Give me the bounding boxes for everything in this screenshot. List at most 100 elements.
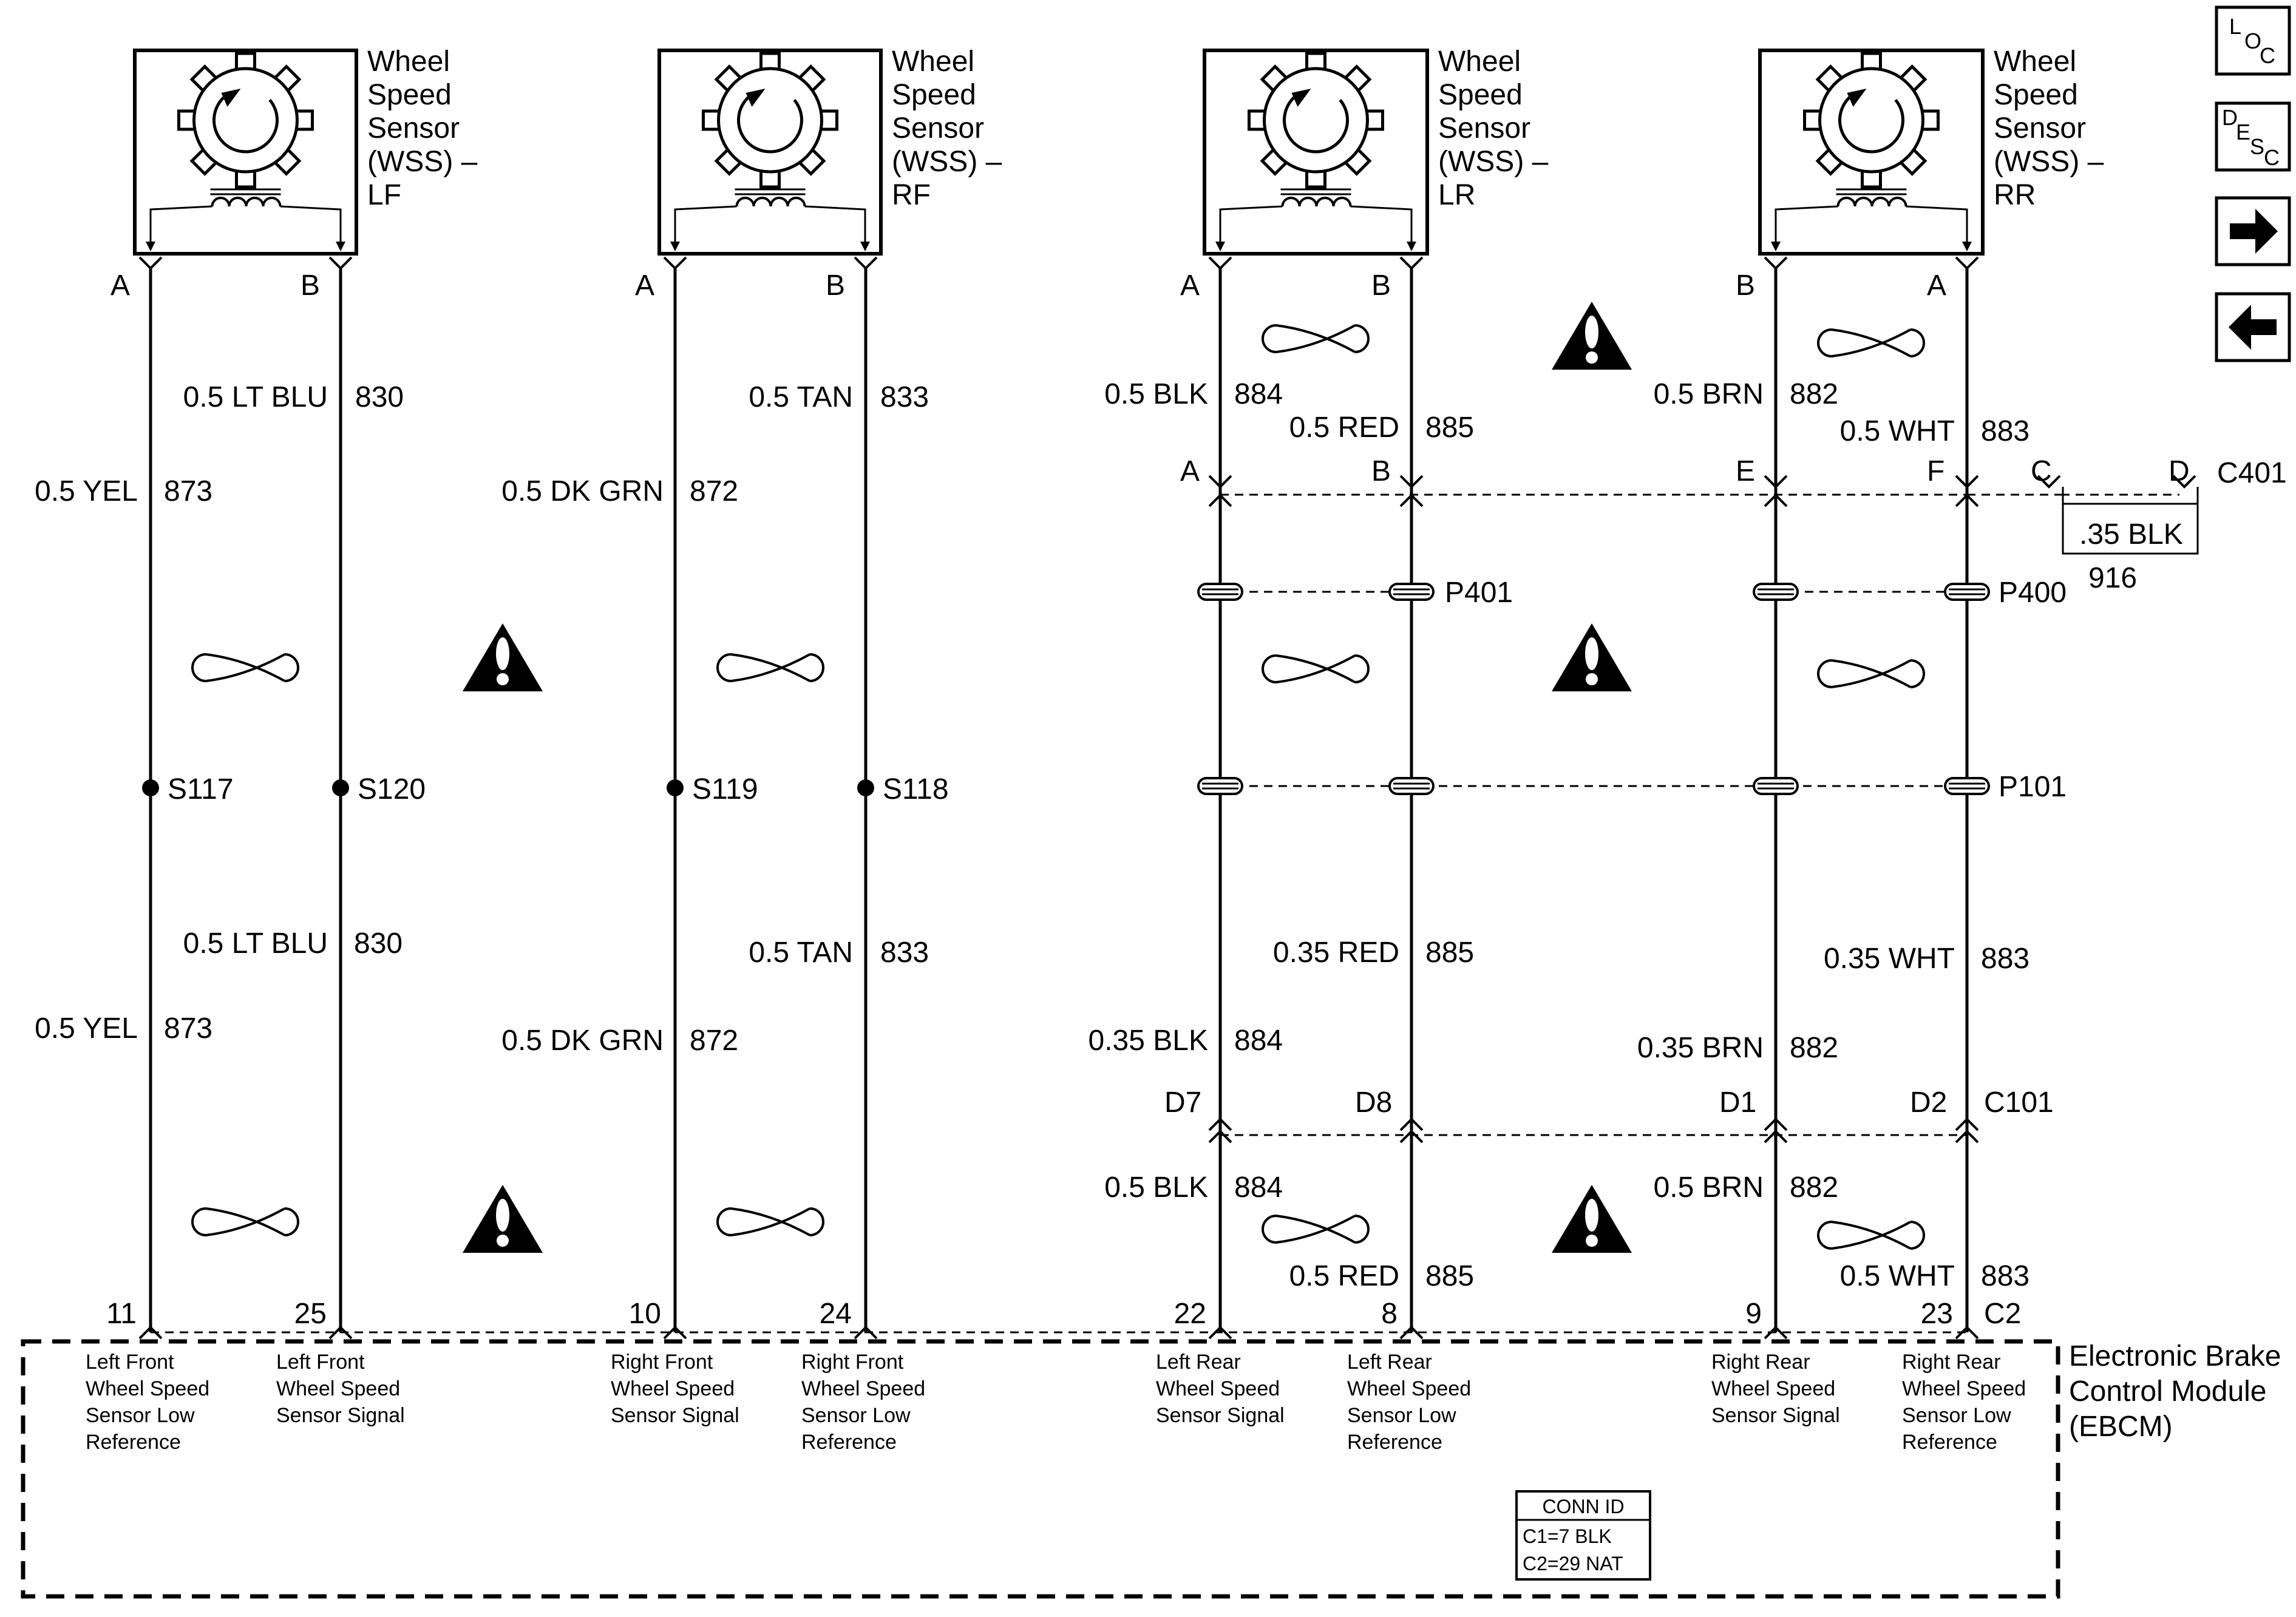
splice-label: S117	[168, 773, 234, 805]
module-pin-description: Right Front	[801, 1351, 904, 1374]
sensor-label: Speed	[892, 79, 976, 111]
sensor-label: Wheel	[367, 46, 450, 78]
svg-text:O: O	[2244, 29, 2261, 53]
pass-through-p401-p400: P401 P400	[1197, 577, 2067, 609]
module-pin-description: Wheel Speed	[1347, 1377, 1471, 1400]
c401-pin: F	[1927, 455, 1944, 487]
pin-label: B	[301, 270, 320, 302]
module-pin-description: Sensor Low	[1347, 1404, 1456, 1427]
twisted-pair-icon	[191, 1207, 299, 1236]
c401-pin: C	[2031, 455, 2052, 487]
module-pin-description: Right Rear	[1902, 1351, 2001, 1374]
sensor-label: (WSS) –	[1994, 146, 2104, 178]
splice-label: S118	[883, 773, 949, 805]
module-pin-description: Reference	[801, 1431, 897, 1454]
splice-label: S120	[358, 773, 426, 805]
wire-circuit: 882	[1790, 378, 1838, 410]
module-pin-description: Sensor Signal	[611, 1404, 739, 1427]
c401-pin: B	[1371, 455, 1391, 487]
wire-circuit: 885	[1425, 412, 1474, 444]
wire-gauge: 0.5 YEL	[35, 1012, 138, 1045]
module-pin-description: Wheel Speed	[276, 1377, 400, 1400]
module-pin-description: Reference	[1902, 1431, 1997, 1454]
wire-gauge: 0.5 BRN	[1654, 1171, 1764, 1204]
warning-icon	[1552, 623, 1632, 691]
sensor-connector-chevrons	[138, 256, 1979, 270]
wire-circuit: 830	[354, 927, 402, 960]
c401-label: C401	[2217, 457, 2287, 489]
warning-icon	[1552, 302, 1632, 370]
c2-label: C2	[1984, 1298, 2021, 1330]
loc-button[interactable]: L O C	[2215, 5, 2291, 76]
module-pin-description: Right Rear	[1711, 1351, 1810, 1374]
wire-gauge: 0.5 BRN	[1654, 378, 1764, 410]
module-pin-number: 24	[820, 1298, 852, 1330]
svg-text:C: C	[2260, 43, 2275, 68]
module-pin-description: Wheel Speed	[1902, 1377, 2026, 1400]
wire-circuit: 884	[1234, 1171, 1283, 1204]
wire-circuit: 830	[355, 381, 404, 413]
sensor-label: LF	[367, 179, 401, 211]
module-name: Electronic Brake	[2069, 1340, 2281, 1372]
p400-label: P400	[1999, 577, 2067, 609]
wire-gauge: 0.5 RED	[1289, 1260, 1399, 1292]
connector-c401: A B E F C D C401 .35 BLK 916	[1180, 455, 2287, 594]
wire-circuit: 883	[1981, 415, 2029, 447]
module-pin-description: Sensor Low	[86, 1404, 195, 1427]
warning-icon	[1552, 1185, 1632, 1253]
conn-id-title: CONN ID	[1542, 1496, 1624, 1517]
module-pin-description: Wheel Speed	[611, 1377, 735, 1400]
module-pin-description: Reference	[86, 1431, 181, 1454]
c101-label: C101	[1984, 1086, 2054, 1119]
twisted-pair-icon	[1817, 659, 1925, 688]
module-pin-description: Wheel Speed	[1156, 1377, 1280, 1400]
c101-pin: D1	[1719, 1086, 1756, 1119]
pin-label: B	[826, 270, 845, 302]
wire-gauge: 0.5 BLK	[1104, 378, 1208, 410]
wire-circuit: 873	[164, 1012, 212, 1045]
conn-id-c1: C1=7 BLK	[1523, 1525, 1612, 1547]
pin-label: B	[1736, 270, 1755, 302]
module-pin-description: Wheel Speed	[801, 1377, 925, 1400]
nav-buttons: L O C D E S C	[2215, 5, 2291, 362]
sensor-label: RF	[892, 179, 931, 211]
module-pin-number: 25	[294, 1298, 327, 1330]
wheel-speed-sensor-icon	[1803, 52, 1940, 189]
module-pin-description: Sensor Signal	[276, 1404, 405, 1427]
ground-wire-gauge: .35 BLK	[2079, 518, 2183, 551]
next-button[interactable]	[2215, 196, 2291, 266]
c401-pin: A	[1180, 455, 1200, 487]
wire-gauge: 0.5 DK GRN	[501, 475, 664, 507]
wire-circuit: 884	[1234, 1025, 1283, 1057]
svg-text:E: E	[2236, 120, 2250, 144]
back-button[interactable]	[2215, 292, 2291, 362]
sensor-label: Speed	[367, 79, 452, 111]
desc-button[interactable]: D E S C	[2215, 101, 2291, 172]
wire-gauge: 0.5 WHT	[1840, 415, 1955, 447]
c101-pin: D2	[1910, 1086, 1947, 1119]
wire-circuit: 883	[1981, 943, 2029, 975]
twisted-pair-icon	[1262, 324, 1370, 353]
wheel-speed-sensor-icon	[702, 52, 838, 189]
warning-icon	[463, 1185, 543, 1253]
ebcm-module: 11 25 10 24 22 8 9 23 C2 Left FrontWheel…	[21, 1298, 2281, 1599]
module-pin-description: Wheel Speed	[1711, 1377, 1835, 1400]
module-pin-description: Sensor Low	[801, 1404, 911, 1427]
module-pin-description: Sensor Signal	[1156, 1404, 1285, 1427]
wire-gauge: 0.35 BLK	[1089, 1025, 1208, 1057]
sensor-label: LR	[1438, 179, 1475, 211]
pin-label: A	[1180, 270, 1200, 302]
wire-gauge: 0.5 LT BLU	[183, 927, 328, 960]
pin-label: A	[635, 270, 654, 302]
c101-pin: D7	[1164, 1086, 1201, 1119]
twisted-pair-icon	[716, 1207, 824, 1236]
conn-id-c2: C2=29 NAT	[1523, 1553, 1623, 1575]
module-pin-description: Reference	[1347, 1431, 1442, 1454]
wire-circuit: 882	[1790, 1032, 1838, 1064]
svg-text:L: L	[2229, 14, 2241, 39]
